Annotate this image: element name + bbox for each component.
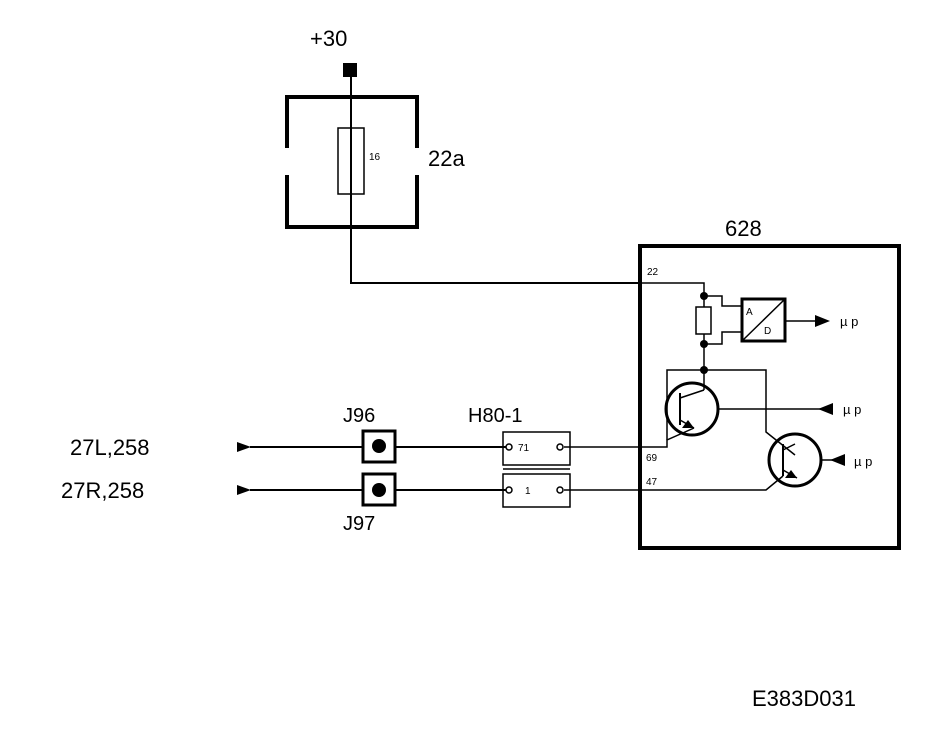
wire-supply [350, 77, 640, 284]
transistor-2-output-label: µ p [854, 454, 872, 469]
module-internal-circuit [640, 282, 796, 456]
adc-output-label: µ p [840, 314, 858, 329]
junction-j96 [361, 429, 397, 464]
transistor-2 [564, 432, 845, 491]
adc-a-label: A [746, 307, 753, 318]
ad-converter [740, 297, 830, 343]
pin-47-label: 47 [646, 477, 658, 488]
connector-pin-71: 71 [518, 443, 530, 454]
fuse-box-id: 22a [428, 146, 465, 171]
module-id: 628 [725, 216, 762, 241]
module-628-box [638, 244, 901, 550]
junction-j97 [361, 472, 397, 507]
connector-pin-1: 1 [525, 486, 531, 497]
supply-label: +30 [310, 26, 347, 51]
pin-22-label: 22 [647, 267, 659, 278]
destination-27r: 27R,258 [61, 478, 144, 503]
pin-69-label: 69 [646, 453, 658, 464]
figure-code: E383D031 [752, 686, 856, 711]
fuse-rating: 16 [369, 152, 381, 163]
supply-terminal [343, 63, 357, 77]
connector-h80-1 [502, 431, 571, 508]
transistor-1-output-label: µ p [843, 402, 861, 417]
transistor-1 [564, 381, 833, 448]
connector-id: H80-1 [468, 405, 522, 427]
adc-d-label: D [764, 326, 771, 337]
junction-j96-label: J96 [343, 405, 375, 427]
junction-j97-label: J97 [343, 513, 375, 535]
destination-27l: 27L,258 [70, 435, 150, 460]
